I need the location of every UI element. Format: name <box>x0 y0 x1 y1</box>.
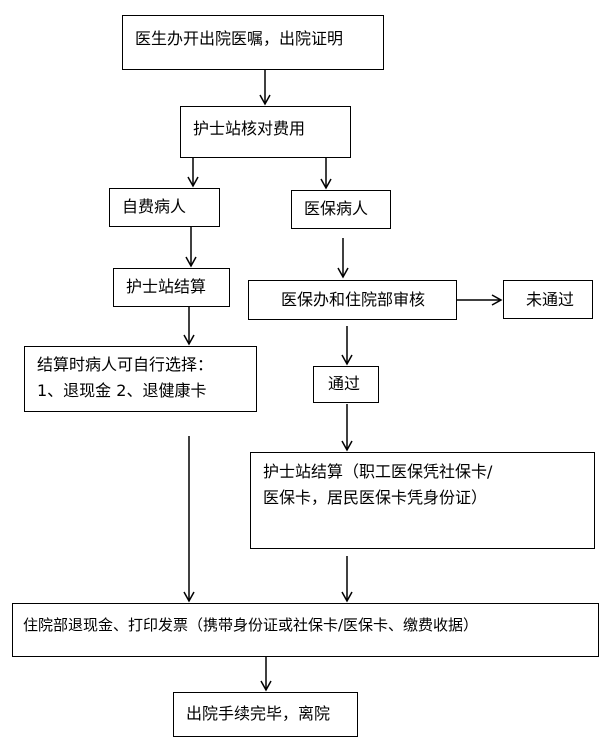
refund-invoice-text: 住院部退现金、打印发票（携带身份证或社保卡/医保卡、缴费收据） <box>23 616 479 634</box>
self-pay-options-box: 结算时病人可自行选择： 1、退现金 2、退健康卡 <box>24 346 257 412</box>
insurance-review-box: 医保办和住院部审核 <box>248 280 457 320</box>
nurse-verify-box: 护士站核对费用 <box>180 106 351 158</box>
doctor-orders-box: 医生办开出院医嘱，出院证明 <box>122 15 384 70</box>
insured-settlement-line2: 医保卡，居民医保卡凭身份证） <box>263 488 488 507</box>
discharge-complete-text: 出院手续完毕，离院 <box>186 704 331 723</box>
doctor-orders-text: 医生办开出院医嘱，出院证明 <box>135 29 344 48</box>
nurse-verify-text: 护士站核对费用 <box>193 119 306 138</box>
self-pay-patient-text: 自费病人 <box>122 197 187 216</box>
review-passed-box: 通过 <box>313 366 379 403</box>
insured-patient-text: 医保病人 <box>304 199 369 218</box>
review-failed-text: 未通过 <box>526 290 575 309</box>
discharge-complete-box: 出院手续完毕，离院 <box>173 692 358 737</box>
refund-invoice-box: 住院部退现金、打印发票（携带身份证或社保卡/医保卡、缴费收据） <box>12 603 599 657</box>
insured-settlement-line1: 护士站结算（职工医保凭社保卡/ <box>263 462 493 481</box>
self-pay-settlement-text: 护士站结算 <box>126 277 207 296</box>
self-pay-settlement-box: 护士站结算 <box>113 268 230 307</box>
self-pay-patient-box: 自费病人 <box>109 188 220 227</box>
review-failed-box: 未通过 <box>503 280 593 319</box>
insured-settlement-box: 护士站结算（职工医保凭社保卡/ 医保卡，居民医保卡凭身份证） <box>250 452 595 549</box>
self-pay-options-line1: 结算时病人可自行选择： <box>37 355 214 374</box>
insured-patient-box: 医保病人 <box>291 190 391 229</box>
review-passed-text: 通过 <box>328 374 361 393</box>
self-pay-options-line2: 1、退现金 2、退健康卡 <box>37 381 207 400</box>
insurance-review-text: 医保办和住院部审核 <box>281 290 426 309</box>
